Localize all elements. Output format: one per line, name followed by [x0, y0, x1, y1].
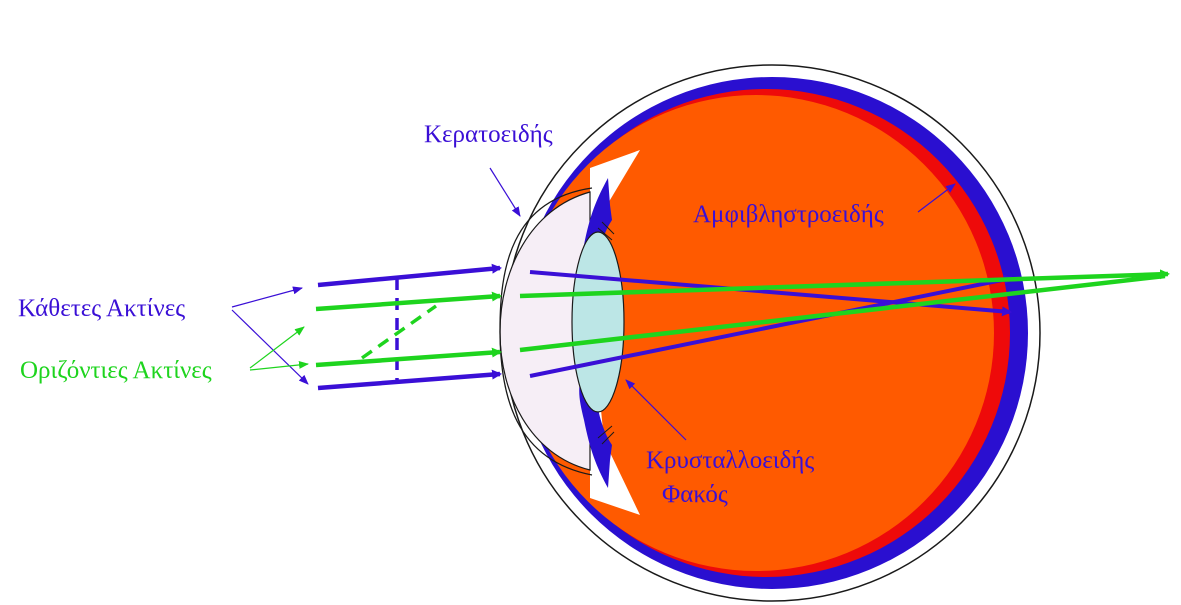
horizontal-rays-label: Οριζόντιες Ακτίνες — [20, 357, 212, 384]
crystalline-lens — [572, 232, 624, 412]
cornea-leader — [490, 168, 520, 216]
blue-ray-bottom — [318, 374, 500, 388]
diagonal-dashed-line — [362, 306, 436, 358]
green-ray-bottom — [316, 352, 500, 365]
horizontal-rays-leader-2 — [250, 364, 308, 370]
vertical-rays-label: Κάθετες Ακτίνες — [18, 295, 185, 322]
green-ray-top — [316, 296, 500, 309]
vertical-rays-leader-2 — [232, 310, 308, 384]
blue-ray-top — [318, 268, 500, 285]
lens-label-line2: Φακός — [662, 481, 728, 508]
vertical-rays-leader-1 — [232, 288, 302, 307]
cornea-label: Κερατοειδής — [424, 121, 553, 148]
lens-label-line1: Κρυσταλλοειδής — [646, 447, 814, 474]
retina-label: Αμφιβληστροειδής — [693, 201, 884, 228]
horizontal-rays-leader-1 — [250, 327, 304, 368]
